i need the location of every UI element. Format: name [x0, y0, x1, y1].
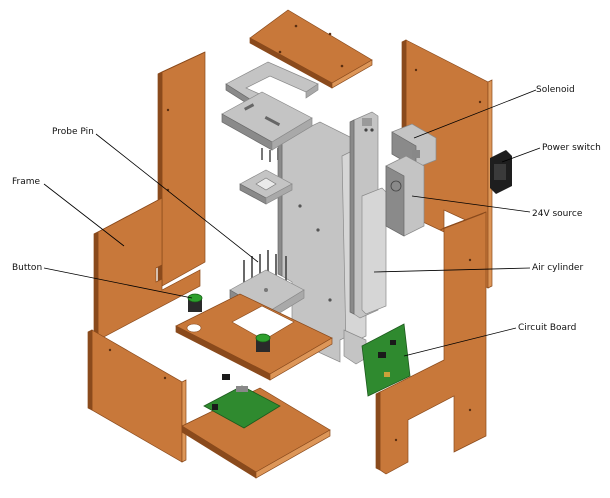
label-24v-source: 24V source — [532, 209, 583, 219]
leader-probe-pin — [95, 133, 259, 263]
leader-air-cylinder — [373, 267, 531, 273]
button-right — [255, 333, 271, 352]
power-supply-24v — [385, 155, 425, 237]
labels: Probe Pin Frame Button Solenoid Power sw… — [12, 85, 601, 333]
left-back-panel — [157, 51, 206, 289]
leader-frame — [43, 183, 125, 247]
middle-deck-plate — [175, 293, 333, 381]
label-power-switch: Power switch — [542, 143, 601, 153]
frame-panel — [93, 197, 201, 341]
button-left — [187, 293, 203, 312]
right-front-panel — [375, 211, 487, 475]
top-lid-panel — [249, 9, 373, 89]
label-air-cylinder: Air cylinder — [532, 263, 583, 273]
label-frame: Frame — [12, 177, 41, 187]
label-circuit-board: Circuit Board — [518, 323, 576, 333]
leader-24v-source — [411, 195, 531, 213]
dut-holder-plate — [239, 169, 293, 205]
label-solenoid: Solenoid — [536, 85, 575, 95]
circuit-board — [361, 323, 411, 397]
bottom-base-plate — [181, 387, 331, 479]
label-probe-pin: Probe Pin — [52, 127, 94, 137]
leader-lines — [43, 89, 541, 357]
leader-solenoid — [413, 89, 537, 139]
power-switch — [490, 150, 512, 194]
probe-carrier-plate — [221, 91, 313, 162]
left-bottom-panel — [87, 329, 187, 463]
label-button: Button — [12, 263, 42, 273]
bottom-pcb — [203, 374, 281, 429]
leader-power-switch — [501, 147, 541, 163]
air-cylinder — [349, 111, 387, 319]
leader-circuit-board — [403, 327, 517, 357]
leader-button — [43, 267, 193, 299]
